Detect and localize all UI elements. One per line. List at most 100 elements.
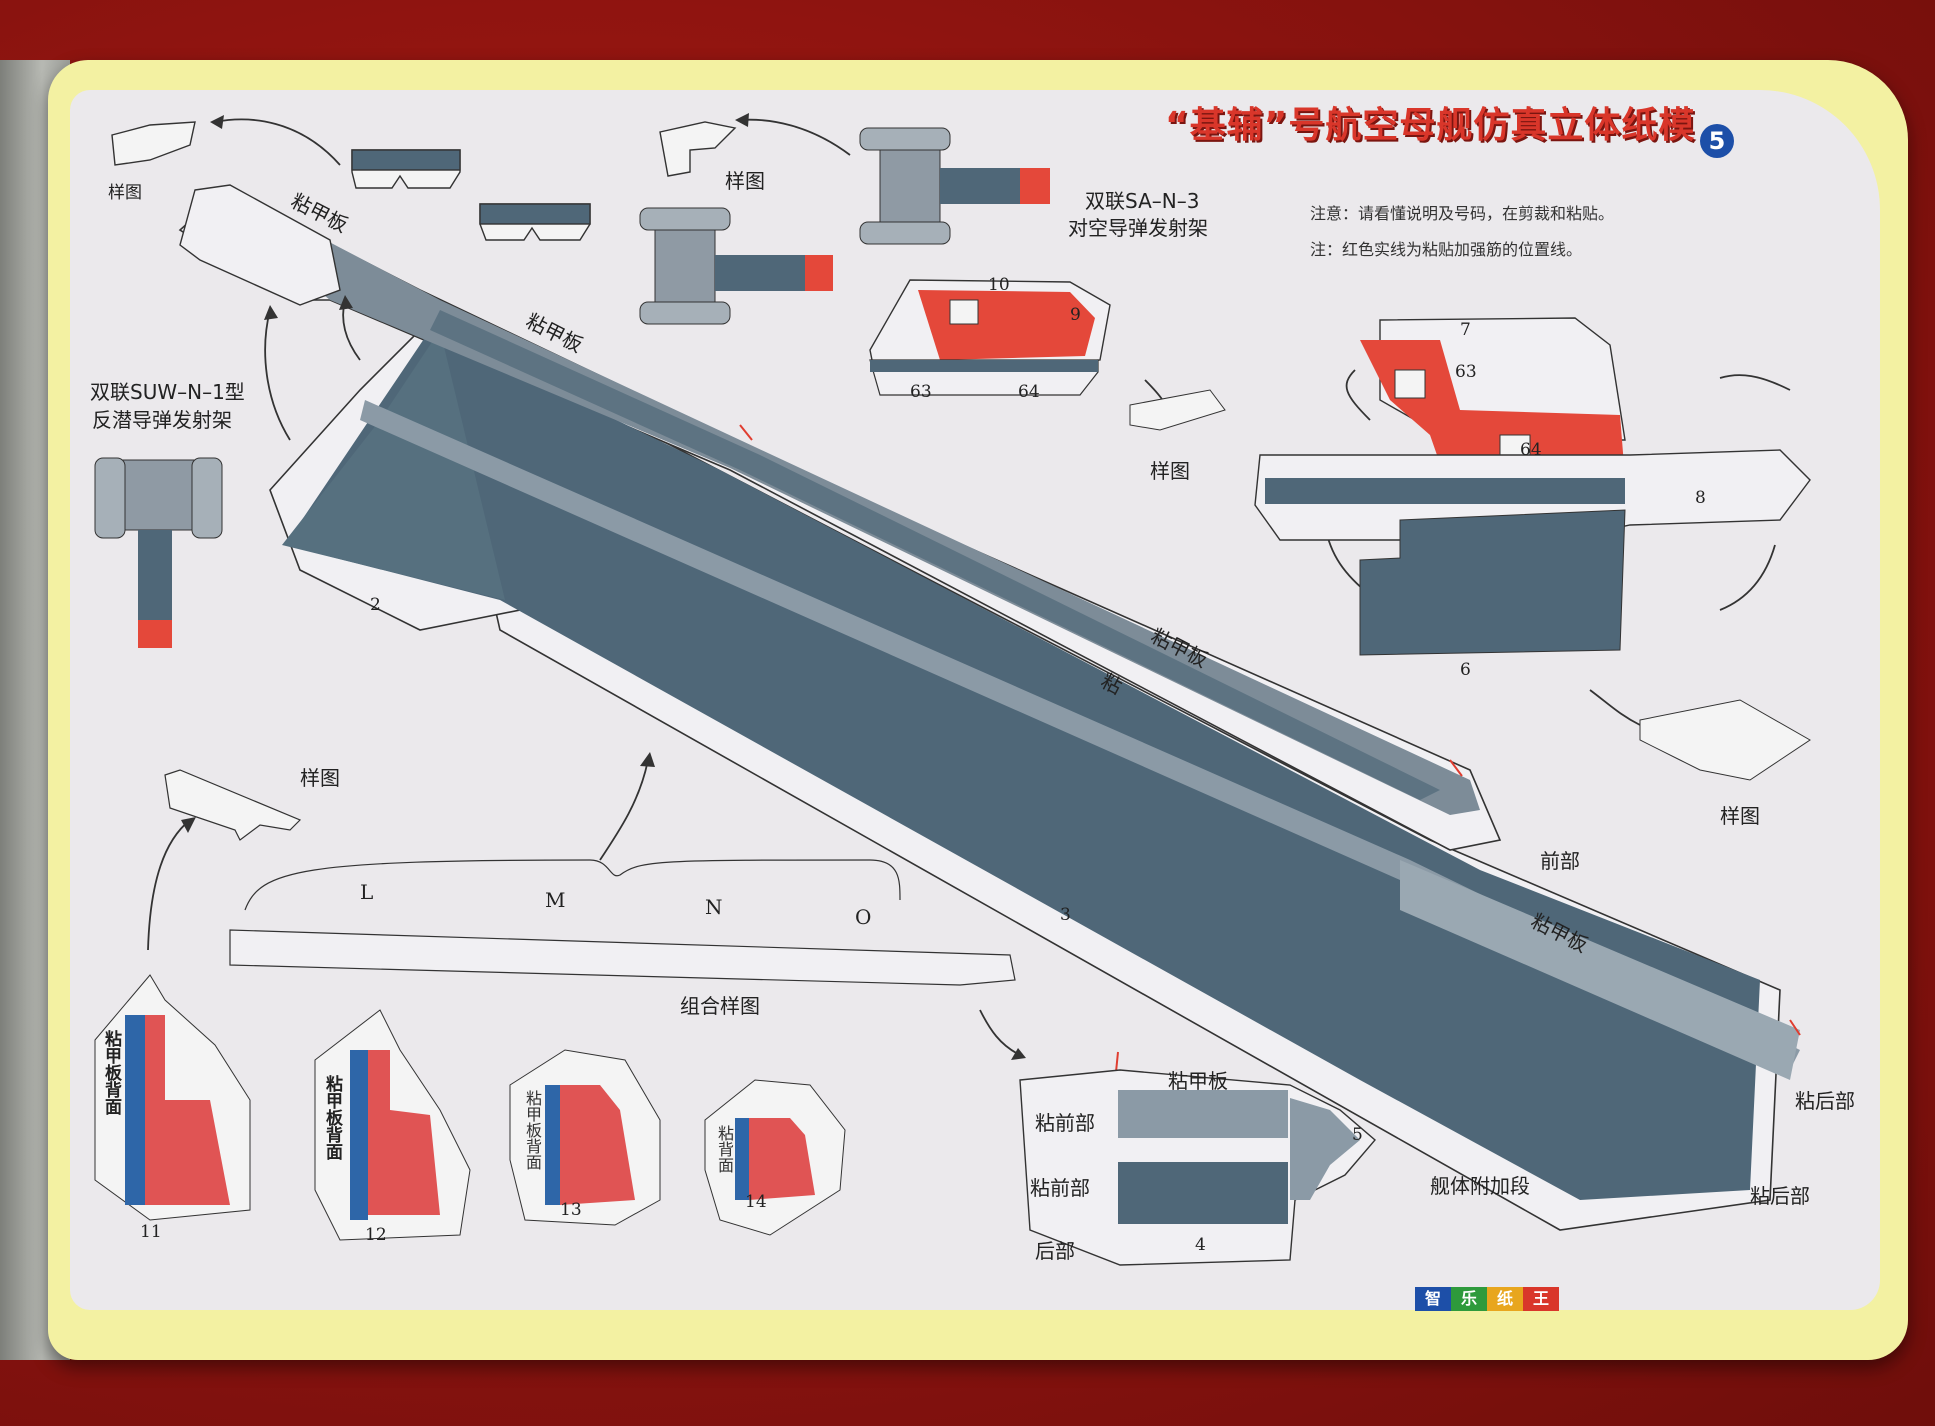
back-label-14: 粘背面 — [715, 1125, 734, 1173]
arrow-head-7 — [1011, 1048, 1026, 1060]
sa-launcher-label-1: 双联SA–N–3 — [1085, 189, 1200, 213]
hull-addition-label: 舰体附加段 — [1430, 1174, 1530, 1198]
letter-M: M — [545, 888, 566, 912]
sample-piece-3 — [1129, 389, 1226, 431]
part-11 — [94, 974, 251, 1221]
assembly-sample — [229, 929, 1016, 986]
part-number-8: 8 — [1695, 488, 1706, 508]
sa-launcher-label-2: 对空导弹发射架 — [1068, 216, 1208, 240]
page-title: “基辅”号航空母舰仿真立体纸模 — [1165, 105, 1696, 146]
part-number-12: 12 — [365, 1225, 387, 1245]
sample-label-4: 样图 — [300, 766, 340, 790]
arrow-to-sample-2 — [739, 118, 851, 156]
suw-launcher-label-2: 反潜导弹发射架 — [92, 408, 232, 432]
arrow-head-4 — [339, 295, 353, 310]
glue-front-label-1: 粘前部 — [1035, 1111, 1095, 1135]
suw-launcher-label-1: 双联SUW–N–1型 — [90, 380, 245, 404]
sample-piece-5 — [164, 769, 302, 841]
arrow-head-6 — [181, 817, 196, 833]
brand-char-4: 王 — [1523, 1287, 1559, 1311]
sample-piece-2 — [659, 121, 737, 177]
glue-deck-label-part-4: 粘甲板 — [1168, 1069, 1228, 1093]
part-number-64-b: 64 — [1018, 382, 1040, 402]
arrow-part6-right — [1719, 544, 1776, 611]
part-65-66-gray — [351, 149, 461, 171]
deck-strip-shade — [430, 310, 1440, 800]
letter-O: O — [855, 905, 872, 929]
arrow-head-5 — [640, 752, 655, 767]
front-section-strip — [1400, 860, 1800, 1080]
sample-label-1: 样图 — [108, 183, 142, 203]
arrow-to-sample-1 — [214, 118, 341, 166]
part-14 — [704, 1079, 846, 1236]
part-4-gray-bottom — [1118, 1162, 1288, 1224]
instruction-note-2: 注：红色实线为粘贴加强筋的位置线。 — [1310, 240, 1583, 259]
part-62-box — [949, 299, 979, 325]
rear-label: 后部 — [1035, 1239, 1075, 1263]
arrow-suw-left — [264, 309, 291, 441]
brand-char-1: 智 — [1415, 1287, 1451, 1311]
sa-n-3-launcher-top — [859, 127, 1050, 245]
part-1-outline — [179, 184, 341, 306]
part-number-63: 63 — [1455, 362, 1477, 382]
letter-N: N — [705, 895, 723, 919]
sample-piece-4 — [1639, 699, 1811, 781]
brand-char-2: 乐 — [1451, 1287, 1487, 1311]
deck-back-label-12: 粘甲板背面 — [322, 1075, 342, 1160]
hull-part-2 — [282, 330, 505, 600]
page-number-badge: 5 — [1700, 124, 1734, 158]
arrow-part7-right — [1719, 374, 1791, 391]
part-number-10: 10 — [988, 275, 1010, 295]
part-12 — [314, 1009, 471, 1241]
sample-piece-1 — [111, 121, 196, 166]
assembly-sample-label: 组合样图 — [680, 994, 760, 1018]
deck-back-label-13: 粘甲板背面 — [523, 1090, 542, 1170]
brand-logo: 智 乐 纸 王 — [1415, 1287, 1559, 1311]
arrow-to-sample-5 — [1589, 689, 1641, 726]
arrow-to-bottom-part — [979, 1009, 1021, 1056]
part-number-9: 9 — [1070, 305, 1081, 325]
sa-n-3-launcher-bottom — [639, 207, 833, 325]
part-number-2: 2 — [370, 595, 381, 615]
part-number-63-b: 63 — [910, 382, 932, 402]
part-number-14: 14 — [745, 1192, 767, 1212]
glue-rear-label-2: 粘后部 — [1750, 1184, 1810, 1208]
arrow-assembly-up — [599, 759, 649, 861]
deck-back-label-11: 粘甲板背面 — [101, 1030, 121, 1115]
part-number-64: 64 — [1520, 440, 1542, 460]
part-number-6: 6 — [1460, 660, 1471, 680]
part-4-gray-top — [1118, 1090, 1288, 1138]
letter-L: L — [360, 880, 374, 904]
part-5-gray — [1290, 1098, 1360, 1200]
part-number-7: 7 — [1460, 320, 1471, 340]
part-number-4: 4 — [1195, 1235, 1206, 1255]
front-label: 前部 — [1540, 849, 1580, 873]
part-50-box-a — [1394, 369, 1426, 399]
glue-rear-label-1: 粘后部 — [1795, 1089, 1855, 1113]
part-13 — [509, 1049, 661, 1226]
part-number-3: 3 — [1060, 905, 1071, 925]
glue-front-label-2: 粘前部 — [1030, 1176, 1090, 1200]
sample-label-5: 样图 — [1720, 804, 1760, 828]
part-10-red — [918, 290, 1095, 360]
arrow-part7-left — [1345, 369, 1371, 421]
arrow-head-1 — [210, 115, 224, 129]
sample-label-2: 样图 — [725, 169, 765, 193]
part-number-11: 11 — [140, 1222, 162, 1242]
instruction-note-1: 注意：请看懂说明及号码，在剪裁和粘贴。 — [1310, 204, 1615, 223]
arrow-head-2 — [735, 113, 749, 127]
part-number-5: 5 — [1352, 1125, 1363, 1145]
part-7-red — [1360, 340, 1625, 478]
hull-side-strip — [360, 400, 1800, 1070]
sample-label-3: 样图 — [1150, 459, 1190, 483]
suw-n-1-launcher — [94, 457, 223, 648]
brand-char-3: 纸 — [1487, 1287, 1523, 1311]
part-8-gray-strip — [1265, 478, 1625, 504]
part-63-64-gray — [870, 360, 1098, 372]
arrow-to-sample-3 — [147, 819, 191, 951]
part-number-13: 13 — [560, 1200, 582, 1220]
part-6-gray — [1359, 509, 1626, 656]
brace — [244, 859, 901, 911]
arrow-head-3 — [264, 305, 278, 320]
